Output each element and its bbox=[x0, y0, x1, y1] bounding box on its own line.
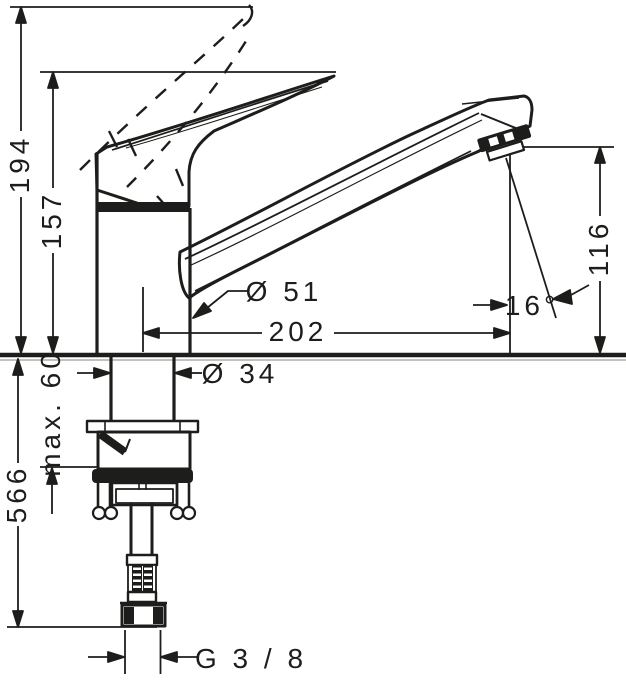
dimension-label-outlet-height: 116 bbox=[583, 219, 614, 277]
dim-566 bbox=[7, 358, 157, 628]
dim-d51 bbox=[192, 290, 249, 319]
dimension-label-max-thickness: max. 60 bbox=[35, 349, 66, 477]
dimension-label-connection-thread: G 3 / 8 bbox=[194, 643, 308, 674]
dim-d34 bbox=[77, 367, 202, 379]
mounting-hardware bbox=[85, 357, 200, 521]
dim-202 bbox=[142, 287, 511, 352]
lever-handle bbox=[94, 74, 336, 208]
dimension-label-spout-angle: 16° bbox=[504, 290, 560, 321]
dimension-label-hose-length: 566 bbox=[1, 464, 32, 524]
dim-angle16 bbox=[473, 155, 590, 353]
faucet-body bbox=[95, 153, 192, 355]
dimension-label-overall-height: 194 bbox=[4, 134, 35, 194]
dim-157 bbox=[40, 71, 336, 354]
dimension-label-handle-height: 157 bbox=[36, 190, 67, 250]
dimension-label-body-diameter: Ø 51 bbox=[245, 276, 323, 307]
dim-116 bbox=[523, 146, 614, 354]
dimension-label-spout-reach: 202 bbox=[268, 316, 328, 347]
dim-g38 bbox=[88, 630, 199, 674]
countertop-line bbox=[0, 352, 626, 361]
dimension-label-shank-diameter: Ø 34 bbox=[201, 358, 279, 389]
connection-nut bbox=[120, 601, 167, 628]
aerator bbox=[477, 124, 532, 162]
dim-194 bbox=[10, 6, 253, 354]
supply-hose bbox=[125, 503, 159, 604]
spout-outline bbox=[177, 94, 534, 300]
dim-max60 bbox=[40, 466, 97, 514]
